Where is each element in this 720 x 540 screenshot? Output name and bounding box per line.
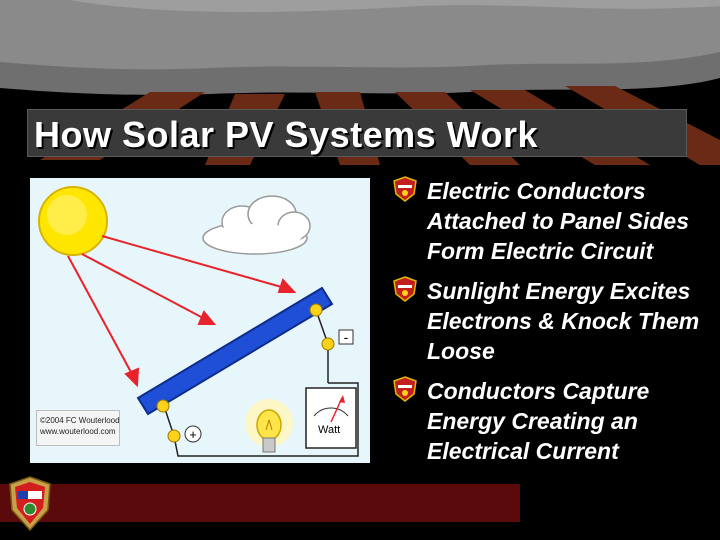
- terminal-mid: [321, 337, 335, 351]
- bullet-item: Sunlight Energy Excites Electrons & Knoc…: [392, 276, 712, 366]
- svg-text:-: -: [344, 329, 349, 345]
- badge-bullet-icon: [393, 376, 417, 402]
- cloud-icon: [202, 195, 311, 255]
- copyright-line-1: ©2004 FC Wouterlood: [40, 416, 120, 425]
- bullet-text: Electric Conductors Attached to Panel Si…: [427, 178, 690, 264]
- bullet-text: Conductors Capture Energy Creating an El…: [427, 378, 650, 464]
- light-bulb-icon: [245, 399, 293, 453]
- bullet-item: Conductors Capture Energy Creating an El…: [392, 376, 712, 466]
- slide-title: How Solar PV Systems Work: [34, 114, 539, 155]
- title-bar: How Solar PV Systems Work: [27, 109, 687, 157]
- terminal-low: [156, 399, 170, 413]
- minus-sign: -: [338, 329, 354, 345]
- watt-meter: [305, 387, 357, 449]
- svg-text:+: +: [189, 427, 197, 442]
- bullet-list: Electric Conductors Attached to Panel Si…: [392, 176, 712, 476]
- watt-meter-label: Watt: [318, 424, 341, 436]
- copyright-watermark: ©2004 FC Wouterlood www.wouterlood.com: [36, 410, 120, 446]
- bullet-text: Sunlight Energy Excites Electrons & Knoc…: [427, 278, 700, 364]
- plus-sign: +: [184, 425, 202, 443]
- sunlight-arrows: [67, 235, 297, 388]
- badge-bullet-icon: [393, 176, 417, 202]
- terminal-bottom: [167, 429, 181, 443]
- terminal-top: [309, 303, 323, 317]
- badge-bullet-icon: [393, 276, 417, 302]
- solar-panel: [136, 286, 334, 416]
- copyright-line-2: www.wouterlood.com: [40, 427, 116, 436]
- bullet-item: Electric Conductors Attached to Panel Si…: [392, 176, 712, 266]
- fire-department-badge-icon: [9, 476, 51, 532]
